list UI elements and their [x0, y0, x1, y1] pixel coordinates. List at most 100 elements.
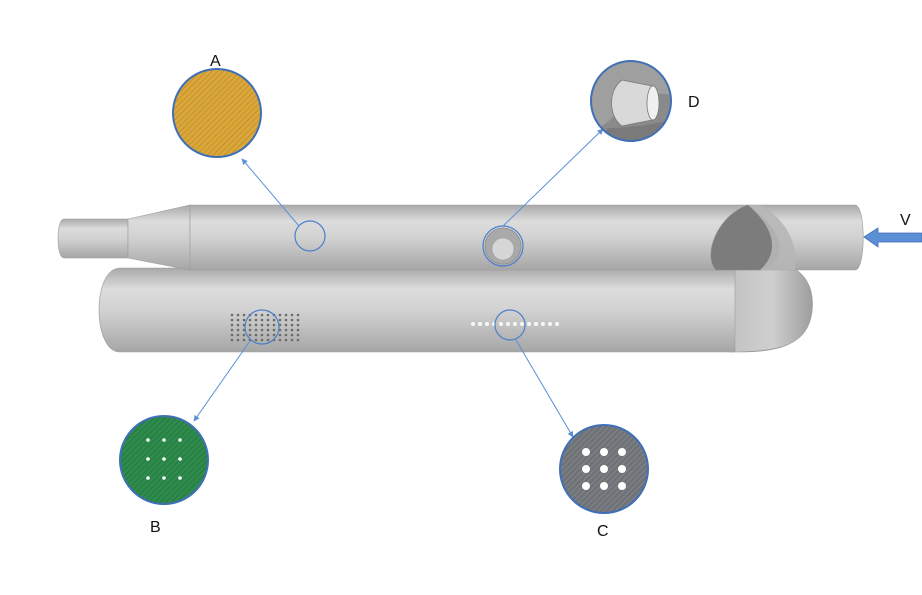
perforation-hole — [296, 333, 300, 337]
perforation-hole — [260, 333, 264, 337]
callout-line-d — [502, 128, 604, 227]
perforation-hole — [236, 313, 240, 317]
callout-line-c — [515, 339, 574, 438]
perforation-hole — [506, 322, 510, 326]
perforation-hole — [284, 328, 288, 332]
perforation-hole — [290, 333, 294, 337]
perforation-dot — [146, 438, 150, 442]
perforation-hole — [520, 322, 524, 326]
perforation-dot — [618, 482, 626, 490]
callout-markers — [244, 220, 526, 345]
perforation-dot — [178, 476, 182, 480]
perforation-hole — [272, 323, 276, 327]
perforation-hole — [278, 333, 282, 337]
perforation-hole — [272, 333, 276, 337]
outlet-tail — [57, 218, 129, 259]
perforation-hole — [260, 318, 264, 322]
perforation-hole — [254, 313, 258, 317]
perforation-dot — [162, 476, 166, 480]
perforation-hole — [248, 328, 252, 332]
perforation-hole — [236, 328, 240, 332]
perforation-dot — [582, 448, 590, 456]
perforation-dots-b — [146, 438, 182, 480]
perforation-dot — [178, 457, 182, 461]
perforation-hole — [290, 328, 294, 332]
perforation-hole — [485, 322, 489, 326]
perforation-hole — [254, 328, 258, 332]
perforation-hole — [296, 313, 300, 317]
label-c: C — [597, 523, 609, 540]
perforation-hole — [230, 328, 234, 332]
perforation-hole — [248, 333, 252, 337]
outlet-cone — [127, 204, 191, 271]
label-a: A — [210, 53, 221, 70]
perforation-dot — [162, 457, 166, 461]
perforation-hole — [230, 318, 234, 322]
perforation-hole — [471, 322, 475, 326]
perforation-hole — [236, 338, 240, 342]
perforation-hole — [278, 313, 282, 317]
perforation-hole — [296, 328, 300, 332]
perforation-dot — [600, 482, 608, 490]
inlet-cutaway-shade — [748, 205, 796, 270]
callout-lines — [193, 128, 604, 438]
perforation-hole — [290, 338, 294, 342]
lower-pipe-body — [98, 267, 736, 353]
callout-line-b — [193, 340, 251, 422]
perforation-hole — [260, 338, 264, 342]
perforation-dot — [600, 448, 608, 456]
upper-pipe — [57, 204, 864, 271]
perforation-hole — [541, 322, 545, 326]
callout-line-a — [241, 158, 300, 227]
perforation-dot — [178, 438, 182, 442]
perforation-dot — [162, 438, 166, 442]
lower-pipe — [98, 259, 813, 353]
perforation-hole — [230, 323, 234, 327]
perforation-hole — [499, 322, 503, 326]
magnifier-circle-icon — [172, 68, 262, 158]
detail-c — [559, 424, 649, 514]
perforation-hole — [254, 333, 258, 337]
perforation-dot — [146, 457, 150, 461]
perforation-hole — [296, 323, 300, 327]
perforation-hole — [284, 338, 288, 342]
perforation-hole — [284, 323, 288, 327]
perforation-hole — [513, 322, 517, 326]
marker-c — [494, 309, 526, 341]
perforation-hole — [284, 318, 288, 322]
perforation-hole — [248, 323, 252, 327]
arrow-left-icon — [863, 227, 922, 248]
perforation-dots-c — [582, 448, 626, 490]
perforation-dot — [618, 448, 626, 456]
perforation-hole — [534, 322, 538, 326]
perforation-hole — [266, 328, 270, 332]
perforation-hole — [290, 318, 294, 322]
perforation-hole — [284, 313, 288, 317]
perforation-hole — [278, 318, 282, 322]
perforation-hole — [478, 322, 482, 326]
perforation-hole — [236, 333, 240, 337]
perforation-hole — [548, 322, 552, 326]
perforation-dot — [600, 465, 608, 473]
inlet-flow-arrow — [863, 227, 922, 248]
label-d: D — [688, 94, 700, 111]
perforation-hole — [266, 313, 270, 317]
perforation-hole — [230, 313, 234, 317]
perforation-hole — [236, 318, 240, 322]
label-v: V — [900, 212, 911, 229]
perforation-hole — [266, 333, 270, 337]
perforation-hole — [230, 333, 234, 337]
perforation-hole — [266, 338, 270, 342]
perforation-hole — [242, 318, 246, 322]
perforation-dot — [146, 476, 150, 480]
perforation-hole — [260, 328, 264, 332]
perforation-hole — [242, 333, 246, 337]
perforation-hole — [527, 322, 531, 326]
perforation-hole — [290, 313, 294, 317]
perforation-hole — [254, 338, 258, 342]
perforation-hole — [236, 323, 240, 327]
perforation-hole — [254, 318, 258, 322]
detail-a — [172, 68, 262, 158]
perforation-hole — [230, 338, 234, 342]
